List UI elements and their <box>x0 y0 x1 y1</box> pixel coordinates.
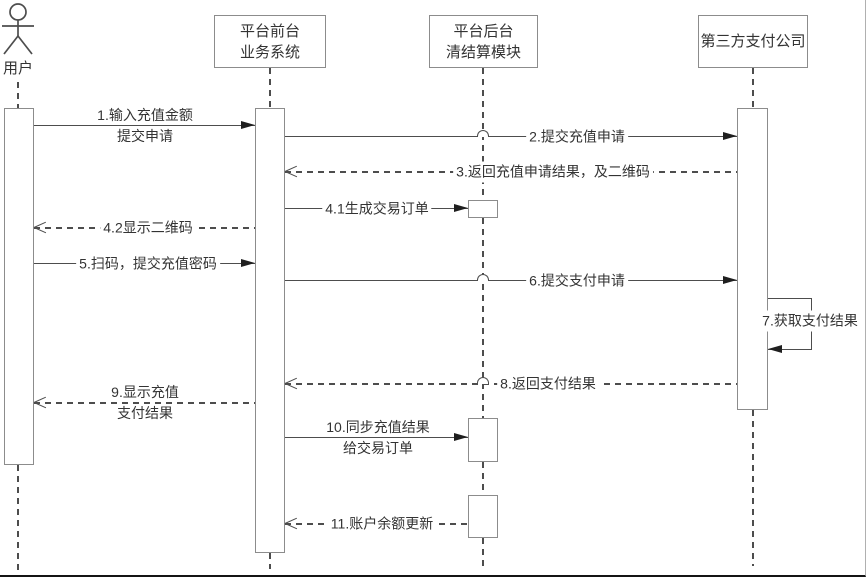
message-3-label: 3.返回充值申请结果，及二维码 <box>453 161 653 183</box>
message-7-arrowhead-icon <box>768 345 782 353</box>
message-1-line <box>34 125 255 126</box>
line-hop-icon <box>477 377 489 384</box>
message-5-label: 5.扫码，提交充值密码 <box>76 253 220 275</box>
message-10-label: 10.同步充值结果 给交易订单 <box>326 419 430 456</box>
lifeline-backend <box>482 462 484 495</box>
message-7-label: 7.获取支付结果 <box>759 310 861 332</box>
lifeline-third-party <box>752 410 754 566</box>
activation-bar-frontend <box>255 108 285 553</box>
message-1-arrowhead-icon <box>241 121 255 129</box>
activation-bar-backend-3 <box>468 495 498 538</box>
lifeline-backend <box>482 538 484 566</box>
activation-bar-backend-1 <box>468 200 498 218</box>
message-11-label: 11.账户余额更新 <box>327 513 437 535</box>
line-hop-icon <box>477 274 489 281</box>
lifeline-third-party <box>752 68 754 108</box>
participant-frontend-label: 平台前台 <box>239 22 300 40</box>
activation-bar-third-party <box>737 108 768 410</box>
message-6-line <box>285 280 737 281</box>
user-actor-icon <box>2 3 34 55</box>
activation-bar-backend-2 <box>468 418 498 462</box>
participant-backend: 平台后台 清结算模块 <box>429 15 538 68</box>
message-2-label: 2.提交充值申请 <box>526 126 628 148</box>
lifeline-user <box>17 465 19 571</box>
message-6-label: 6.提交支付申请 <box>526 270 628 292</box>
message-9-line <box>34 402 255 404</box>
lifeline-frontend <box>269 68 271 108</box>
message-7-line <box>768 349 812 350</box>
lifeline-frontend <box>269 553 271 569</box>
message-7-line <box>768 298 812 299</box>
line-hop-icon <box>477 130 489 137</box>
message-4-2-label: 4.2显示二维码 <box>100 217 196 239</box>
message-8-label: 8.返回支付结果 <box>497 373 599 395</box>
participant-third-party: 第三方支付公司 <box>698 15 808 68</box>
message-9-label: 9.显示充值 支付结果 <box>111 384 179 421</box>
lifeline-user <box>17 82 19 108</box>
participant-backend-label: 平台后台 <box>453 22 514 40</box>
message-4-1-label: 4.1生成交易订单 <box>322 198 432 220</box>
message-10-arrowhead-icon <box>454 433 468 441</box>
message-5-arrowhead-icon <box>241 259 255 267</box>
message-2-line <box>285 136 737 137</box>
message-6-arrowhead-icon <box>723 276 737 284</box>
lifeline-backend <box>482 218 484 418</box>
message-1-label: 1.输入充值金额 提交申请 <box>97 107 193 144</box>
message-4-1-arrowhead-icon <box>454 204 468 212</box>
participant-user-label: 用户 <box>2 60 34 77</box>
participant-third-party-label: 第三方支付公司 <box>700 33 806 50</box>
message-2-arrowhead-icon <box>723 132 737 140</box>
activation-bar-user <box>4 108 34 465</box>
message-10-line <box>285 437 468 438</box>
participant-frontend: 平台前台 业务系统 <box>214 15 326 68</box>
